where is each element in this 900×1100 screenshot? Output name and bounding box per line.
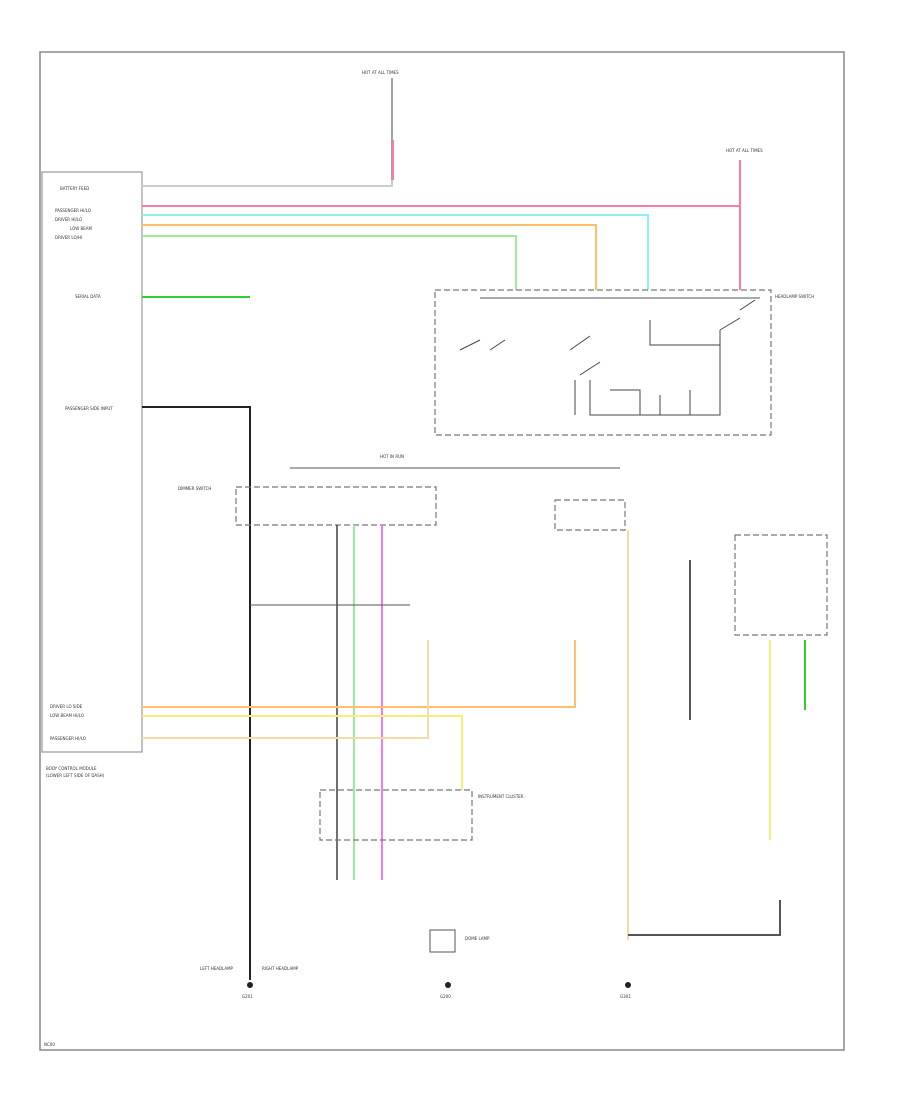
wire-yellow-low	[142, 715, 463, 790]
right-fuse-label: HOT AT ALL TIMES	[726, 148, 763, 153]
bcm-pin-pass-hilo: PASSENGER HI/LO	[55, 208, 91, 213]
dimmer-switch-label: DIMMER SWITCH	[178, 486, 211, 491]
wire-orange-low	[142, 640, 576, 708]
wire-orange	[142, 224, 597, 290]
wire-tan-low	[142, 640, 429, 739]
bcm-pin-drv-lohi: DRIVER LO/HI	[55, 235, 82, 240]
wire-return	[628, 900, 781, 936]
cluster-box	[734, 534, 828, 636]
bcm-label: BODY CONTROL MODULE	[46, 766, 97, 771]
bcm-pin-low-beam: LOW BEAM	[70, 226, 92, 231]
bcm-pin-drv-hilo: DRIVER HI/LO	[55, 217, 82, 222]
dome-lamp-box	[429, 929, 456, 953]
bcm-box	[41, 171, 143, 753]
ground-left-label: G201	[242, 994, 253, 999]
wire-lightgreen	[142, 235, 517, 290]
headlamp-switch-box	[434, 289, 772, 436]
left-headlamp-label: LEFT HEADLAMP	[200, 966, 234, 971]
ground-left-icon	[247, 982, 253, 988]
lower-relay-label: INSTRUMENT CLUSTER	[478, 794, 524, 799]
ground-mid-label: G200	[440, 994, 451, 999]
right-headlamp-label: RIGHT HEADLAMP	[262, 966, 299, 971]
wire-red	[142, 205, 741, 290]
ground-right-icon	[625, 982, 631, 988]
hot-run-label: HOT IN RUN	[380, 454, 404, 459]
diagram-border	[39, 51, 845, 1051]
ground-right-label: G301	[620, 994, 631, 999]
bcm-pin-battery: BATTERY FEED	[60, 186, 89, 191]
right-switch-box	[554, 499, 626, 531]
wire-battery-feed	[142, 180, 393, 187]
ground-mid-icon	[445, 982, 451, 988]
headlamp-switch-label: HEADLAMP SWITCH	[775, 294, 814, 299]
wire-cyan	[142, 214, 649, 290]
wire-pass-side	[142, 406, 251, 980]
bottom-left-code: NC00	[44, 1042, 55, 1047]
bcm-sub-label: (LOWER LEFT SIDE OF DASH)	[46, 773, 105, 778]
bcm-pin-serial: SERIAL DATA	[75, 294, 101, 299]
bcm-pin-lowbeam-hilo: LOW BEAM HI/LO	[50, 713, 84, 718]
bcm-pin-drv-lo-side: DRIVER LO SIDE	[50, 704, 83, 709]
dimmer-switch-box	[235, 486, 437, 526]
bcm-pin-pass-side: PASSENGER SIDE INPUT	[65, 406, 113, 411]
battery-top-label: HOT AT ALL TIMES	[362, 70, 399, 75]
dome-lamp-label: DOME LAMP	[465, 936, 490, 941]
bcm-pin-pass-hilo-2: PASSENGER HI/LO	[50, 736, 86, 741]
hs-switches	[459, 299, 756, 416]
lower-relay-box	[319, 789, 473, 841]
